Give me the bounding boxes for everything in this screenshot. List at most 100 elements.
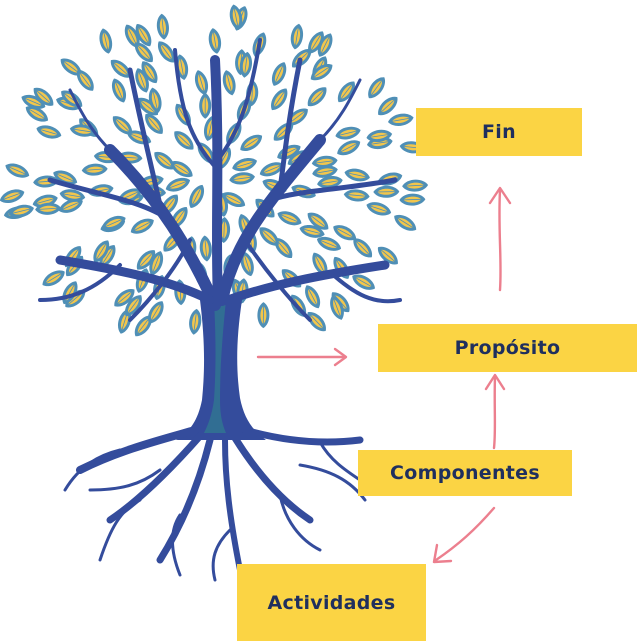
leaf <box>199 235 212 262</box>
leaf <box>307 87 327 107</box>
leaf <box>112 116 133 135</box>
leaf <box>189 184 205 208</box>
leaf <box>222 70 236 96</box>
actividades-box: Actividades <box>237 564 426 641</box>
leaf <box>387 113 414 127</box>
leaf <box>148 87 162 113</box>
tree-roots <box>63 426 367 582</box>
proposito-label: Propósito <box>454 337 561 359</box>
leaf <box>195 70 208 96</box>
leaf <box>337 81 355 103</box>
leaf <box>60 58 82 76</box>
leaf <box>232 158 258 172</box>
leaf <box>136 250 156 270</box>
leaf <box>271 62 287 86</box>
leaf <box>229 172 255 185</box>
leaf <box>101 215 126 231</box>
leaf <box>59 189 86 202</box>
leaf <box>189 308 202 335</box>
leaf <box>141 61 158 84</box>
leaf <box>368 77 386 99</box>
leaf <box>170 161 193 178</box>
leaf <box>259 227 279 246</box>
leaf <box>135 23 152 47</box>
leaf <box>99 28 113 54</box>
leaf <box>317 176 343 189</box>
leaf <box>402 179 429 192</box>
leaf <box>110 59 131 78</box>
leaf <box>111 78 127 103</box>
leaf <box>307 312 326 332</box>
leaf <box>165 177 191 192</box>
leaf <box>271 88 288 111</box>
leaf <box>239 51 252 78</box>
leaf <box>76 69 94 91</box>
leaf <box>58 198 83 213</box>
leaf <box>317 33 333 57</box>
leaf <box>377 246 398 265</box>
leaf <box>378 96 398 116</box>
leaf <box>137 97 158 116</box>
leaf <box>36 125 62 139</box>
fin-box: Fin <box>416 108 582 156</box>
leaf <box>353 238 373 258</box>
leaf <box>174 131 194 150</box>
fin-label: Fin <box>482 121 516 143</box>
leaf <box>134 42 153 62</box>
leaf <box>81 163 108 176</box>
leaf <box>399 193 426 206</box>
leaf <box>8 204 34 218</box>
leaf <box>312 252 328 276</box>
proposito-box: Propósito <box>378 324 637 372</box>
leaf <box>21 94 46 109</box>
leaf <box>114 288 135 307</box>
leaf <box>308 31 324 54</box>
leaf <box>290 23 304 50</box>
leaf <box>154 151 175 170</box>
leaf <box>337 140 361 156</box>
leaf <box>157 41 175 63</box>
leaf <box>343 189 370 202</box>
leaf <box>93 240 110 263</box>
leaf <box>134 315 152 337</box>
leaf <box>33 87 54 106</box>
leaf <box>286 108 308 126</box>
componentes-label: Componentes <box>390 462 540 484</box>
leaf <box>156 13 169 40</box>
leaf <box>366 129 393 143</box>
leaf <box>124 24 140 48</box>
leaf <box>42 270 65 287</box>
leaf <box>330 295 344 320</box>
leaf <box>316 236 342 251</box>
leaf <box>222 192 246 208</box>
leaf <box>35 202 62 215</box>
leaf <box>259 162 284 177</box>
leaf <box>199 92 212 119</box>
leaf <box>148 301 164 324</box>
leaf <box>307 212 329 230</box>
leaf <box>311 155 338 168</box>
leaf <box>310 64 333 81</box>
leaf <box>240 134 263 151</box>
leaf <box>335 126 361 140</box>
leaf <box>373 185 400 198</box>
leaf <box>208 28 222 54</box>
leaf <box>124 295 142 317</box>
leaf <box>240 251 254 277</box>
actividades-label: Actividades <box>267 591 396 614</box>
tree-trunk <box>38 38 402 440</box>
leaf <box>25 106 49 122</box>
leaf <box>299 224 325 238</box>
leaf <box>344 168 370 182</box>
leaf <box>333 225 357 241</box>
leaf <box>99 245 116 267</box>
leaf <box>312 165 338 178</box>
leaf <box>366 202 392 216</box>
leaf <box>130 218 154 234</box>
leaf <box>0 189 25 203</box>
leaf <box>305 285 321 309</box>
leaf <box>53 170 78 185</box>
leaf <box>277 211 302 226</box>
